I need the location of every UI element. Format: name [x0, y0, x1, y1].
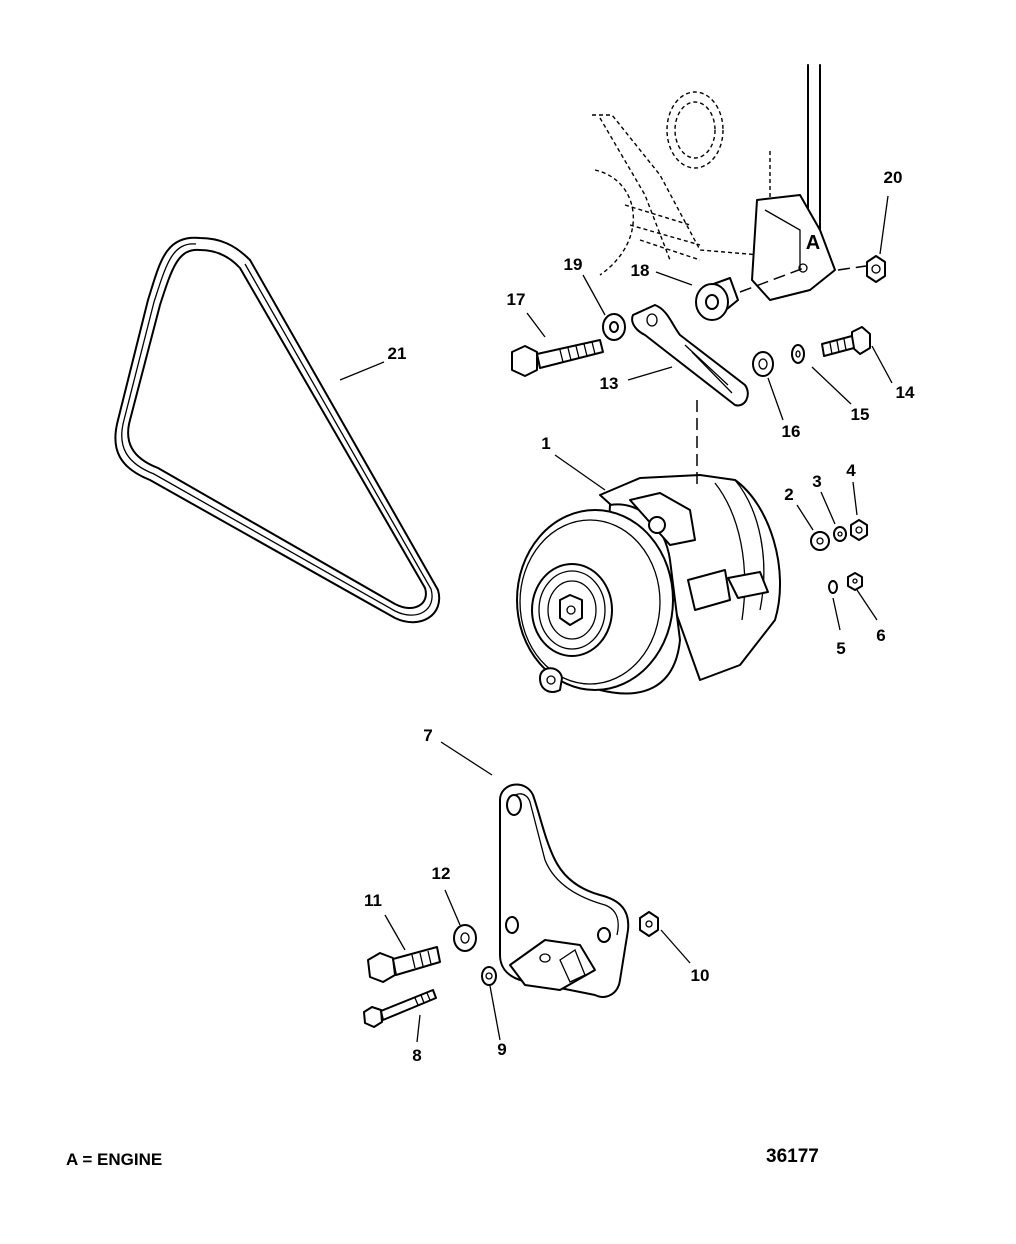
nut-6	[847, 572, 863, 591]
bolt-8	[363, 989, 437, 1028]
assembly-line-nut	[837, 265, 867, 271]
callout-4: 4	[846, 461, 856, 480]
callout-20: 20	[884, 168, 903, 187]
callout-9: 9	[497, 1040, 506, 1059]
washer-9	[481, 966, 497, 986]
lockwasher-3	[833, 526, 847, 542]
drive-belt	[114, 236, 441, 624]
callout-17: 17	[507, 290, 526, 309]
callout-8: 8	[412, 1046, 421, 1065]
callout-16: 16	[782, 422, 801, 441]
callout-1: 1	[541, 434, 550, 453]
callout-13: 13	[600, 374, 619, 393]
washer-16	[752, 351, 774, 377]
lockwasher-15	[791, 344, 805, 364]
engine-block-outline	[592, 64, 836, 301]
assembly-line-engine	[739, 267, 805, 293]
callout-leaders	[339, 195, 893, 1043]
nut-10	[639, 911, 659, 937]
callout-6: 6	[876, 626, 885, 645]
nut-20	[866, 255, 886, 283]
callout-7: 7	[423, 726, 432, 745]
washer-12	[453, 924, 477, 952]
lockwasher-5	[828, 580, 838, 594]
callout-2: 2	[784, 485, 793, 504]
callout-10: 10	[691, 966, 710, 985]
legend-text: A = ENGINE	[66, 1150, 163, 1169]
bolt-17	[511, 339, 604, 377]
figure-number: 36177	[766, 1146, 819, 1167]
engine-marker-label: A	[806, 232, 820, 254]
callout-12: 12	[432, 864, 451, 883]
callout-19: 19	[564, 255, 583, 274]
spacer-18	[695, 277, 739, 321]
adjusting-brace-13	[631, 304, 749, 407]
callout-18: 18	[631, 261, 650, 280]
washer-2	[810, 531, 830, 551]
callout-15: 15	[851, 405, 870, 424]
alternator-1	[516, 474, 782, 695]
callout-5: 5	[836, 639, 845, 658]
callout-3: 3	[812, 472, 821, 491]
bolt-14	[821, 326, 871, 357]
callout-labels: 1 2 3 4 5 6 7 8 9 10 11 12 13 14 15 16 1…	[364, 168, 915, 1065]
callout-11: 11	[364, 891, 382, 910]
bolt-11	[367, 946, 441, 983]
callout-14: 14	[896, 383, 915, 402]
mounting-bracket-7	[499, 783, 630, 998]
nut-4	[850, 519, 868, 541]
callout-21: 21	[388, 344, 407, 363]
washer-19	[602, 313, 626, 341]
